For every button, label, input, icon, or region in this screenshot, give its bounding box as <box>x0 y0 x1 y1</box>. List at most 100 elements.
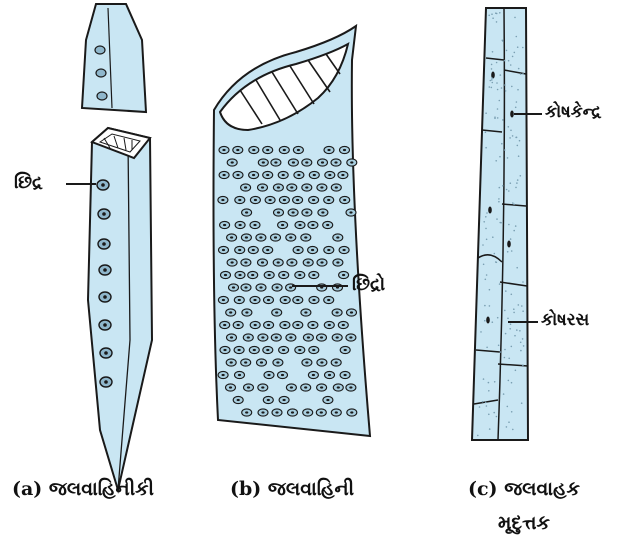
vessel-pit-aperture <box>277 186 280 188</box>
vessel-pit-aperture <box>335 411 338 413</box>
caption-c: (c) જલવાહક <box>468 478 580 500</box>
vessel-pit-aperture <box>239 224 242 226</box>
vessel-pit-aperture <box>281 374 284 376</box>
speckle <box>516 329 518 331</box>
vessel-pit-aperture <box>252 174 255 176</box>
speckle <box>488 390 490 392</box>
speckle <box>508 358 510 360</box>
speckle <box>486 239 488 241</box>
vessel-pit-aperture <box>237 399 240 401</box>
vessel-pit-aperture <box>283 199 286 201</box>
speckle <box>512 429 514 431</box>
speckle <box>499 156 501 158</box>
speckle <box>511 411 513 413</box>
vessel-pit-aperture <box>223 224 226 226</box>
vessel-pit-aperture <box>307 336 310 338</box>
vessel-pit-aperture <box>221 199 224 201</box>
speckle <box>490 80 492 82</box>
speckle <box>518 68 520 70</box>
vessel-pit-aperture <box>320 361 323 363</box>
vessel-pit-aperture <box>259 286 262 288</box>
speckle <box>494 118 496 120</box>
speckle <box>515 107 517 109</box>
vessel-pit-aperture <box>275 311 278 313</box>
speckle <box>498 198 500 200</box>
vessel-pit-aperture <box>253 349 256 351</box>
speckle <box>511 250 513 252</box>
speckle <box>502 40 504 42</box>
speckle <box>519 140 521 142</box>
vessel-pit-aperture <box>236 174 239 176</box>
speckle <box>486 405 488 407</box>
speckle <box>488 414 490 416</box>
vessel-pit-aperture <box>328 174 331 176</box>
speckle <box>496 62 498 64</box>
vessel-pit-aperture <box>337 386 340 388</box>
vessel-pit-aperture <box>245 411 248 413</box>
vessel-pit-aperture <box>254 324 257 326</box>
speckle <box>521 305 523 307</box>
speckle <box>511 294 513 296</box>
speckle <box>483 378 485 380</box>
vessel-pit-aperture <box>336 261 339 263</box>
vessel-pit-aperture <box>305 161 308 163</box>
vessel-pit-aperture <box>252 249 255 251</box>
speckle <box>482 401 484 403</box>
speckle <box>489 289 491 291</box>
caption-c-tag: (c) <box>468 478 498 500</box>
speckle <box>513 308 515 310</box>
speckle <box>491 68 493 70</box>
vessel-pit-aperture <box>350 411 353 413</box>
vessel-pit-aperture <box>261 261 264 263</box>
vessel-pit-aperture <box>283 399 286 401</box>
caption-c-text: જલવાહક <box>504 478 580 500</box>
speckle <box>513 230 515 232</box>
vessel-pit-aperture <box>253 299 256 301</box>
vessel-pit-aperture <box>320 386 323 388</box>
speckle <box>508 60 510 62</box>
vessel-pit-aperture <box>342 274 345 276</box>
speckle <box>522 281 524 283</box>
speckle <box>489 305 491 307</box>
vessel-pit-aperture <box>304 386 307 388</box>
speckle <box>510 64 512 66</box>
vessel-pit-aperture <box>291 411 294 413</box>
vessel-pit-aperture <box>266 349 269 351</box>
vessel-pit-aperture <box>290 386 293 388</box>
vessel-pit-aperture <box>267 324 270 326</box>
vessel-pit-aperture <box>266 174 269 176</box>
speckle <box>483 264 485 266</box>
vessel-pit-aperture <box>251 274 254 276</box>
caption-c-line2: મૃદુત્તક <box>498 512 550 534</box>
vessel-pit-aperture <box>327 199 330 201</box>
speckle <box>488 382 490 384</box>
vessel-pit-aperture <box>312 274 315 276</box>
speckle <box>485 228 487 230</box>
vessel-pit-aperture <box>312 199 315 201</box>
vessel-pit-aperture <box>320 261 323 263</box>
vessel-pit-aperture <box>311 324 314 326</box>
speckle <box>517 46 519 48</box>
vessel-pit-aperture <box>327 149 330 151</box>
speckle <box>483 221 485 223</box>
speckle <box>496 21 498 23</box>
vessel-pit-aperture <box>237 324 240 326</box>
speckle <box>493 412 495 414</box>
speckle <box>520 350 522 352</box>
speckle <box>492 236 494 238</box>
vessel-pit-aperture <box>236 149 239 151</box>
vessel-pit-aperture <box>336 311 339 313</box>
label-pit: છિદ્ર <box>14 172 43 193</box>
vessel-pit-aperture <box>261 186 264 188</box>
vessel-pit-aperture <box>298 224 301 226</box>
speckle <box>508 190 510 192</box>
speckle <box>515 187 517 189</box>
speckle <box>511 346 513 348</box>
vessel-pit-aperture <box>292 161 295 163</box>
vessel-pit-aperture <box>244 186 247 188</box>
speckle <box>510 323 512 325</box>
vessel-pit-aperture <box>349 336 352 338</box>
vessel-pit-aperture <box>268 274 271 276</box>
speckle <box>500 74 502 76</box>
speckle <box>489 428 491 430</box>
